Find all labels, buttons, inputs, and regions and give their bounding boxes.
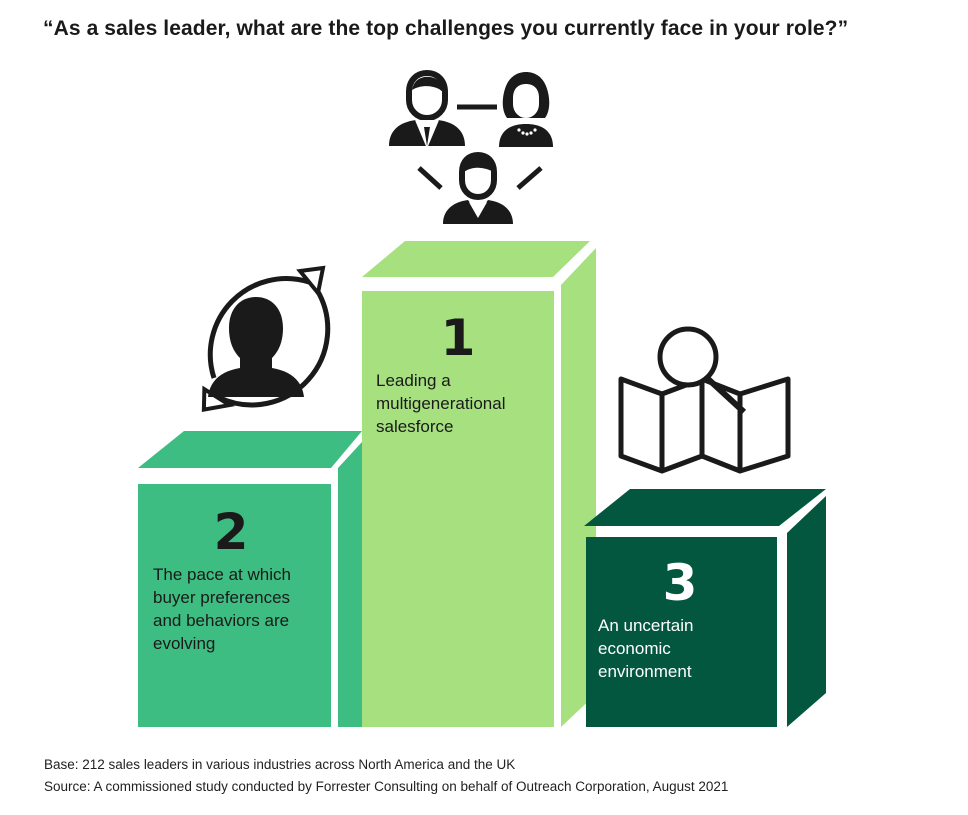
label-line: multigenerational	[376, 394, 506, 413]
connector-line	[516, 166, 543, 190]
label-line: The pace at which	[153, 565, 291, 584]
block-2-front	[138, 484, 331, 727]
person-silhouette	[208, 297, 304, 397]
label-line: salesforce	[376, 417, 454, 436]
page-title: “As a sales leader, what are the top cha…	[43, 17, 849, 40]
podium-block-2	[138, 431, 362, 727]
block-2-side	[338, 442, 362, 727]
challenge-label-1: Leading a multigenerational salesforce	[376, 369, 505, 438]
source-note: Source: A commissioned study conducted b…	[44, 779, 729, 794]
rank-3: 3	[662, 554, 698, 612]
label-line: environment	[598, 662, 692, 681]
challenge-label-2: The pace at which buyer preferences and …	[153, 563, 291, 655]
label-line: and behaviors are	[153, 611, 290, 630]
label-line: An uncertain	[598, 616, 694, 635]
arrow-head	[201, 385, 235, 412]
block-1-top	[362, 241, 590, 277]
block-2-top	[138, 431, 362, 468]
block-3-front	[586, 537, 777, 727]
rank-1: 1	[440, 309, 476, 367]
challenge-label-3: An uncertain economic environment	[598, 614, 693, 683]
person-cycle-icon	[201, 265, 331, 412]
team-generations-icon	[389, 69, 553, 224]
woman-icon	[499, 72, 553, 147]
label-line: Leading a	[376, 371, 451, 390]
rank-2: 2	[213, 503, 249, 561]
block-3-side	[787, 496, 826, 727]
podium-block-3	[584, 489, 826, 727]
label-line: buyer preferences	[153, 588, 291, 607]
young-person-icon	[443, 151, 513, 224]
base-note: Base: 212 sales leaders in various indus…	[44, 757, 516, 772]
arrow-head	[296, 265, 326, 298]
magnifier-icon	[657, 326, 719, 388]
label-line: evolving	[153, 634, 216, 653]
map-magnifier-icon	[618, 326, 791, 474]
block-1-front	[362, 291, 554, 727]
label-line: economic	[598, 639, 671, 658]
block-3-top	[584, 489, 826, 526]
connector-line	[417, 166, 443, 190]
man-icon	[389, 69, 465, 149]
